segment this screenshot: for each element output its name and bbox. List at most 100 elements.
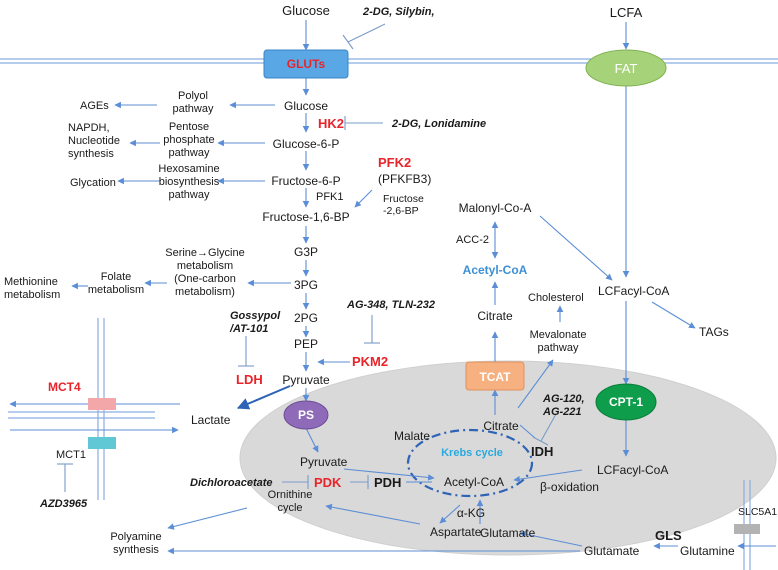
label-hbp-3: pathway xyxy=(169,189,210,201)
label-methionine-2: metabolism xyxy=(4,289,60,301)
label-cholesterol: Cholesterol xyxy=(528,292,584,304)
arrow-ornithine-polyamine xyxy=(167,507,248,530)
label-fat: FAT xyxy=(615,61,638,76)
label-inhibitor-gossypol-2: /AT-101 xyxy=(229,323,268,335)
label-lactate: Lactate xyxy=(191,413,231,427)
label-gls: GLS xyxy=(655,528,682,543)
label-f6p: Fructose-6-P xyxy=(271,174,340,188)
label-inhibitor-ag348: AG-348, TLN-232 xyxy=(346,299,435,311)
fat-transporter[interactable] xyxy=(585,49,667,87)
slc5a1-transporter[interactable] xyxy=(734,524,760,534)
inhibit-dg-silybin-bar xyxy=(342,34,354,50)
arrow-citrate-mevalonate xyxy=(517,359,554,409)
label-malonyl: Malonyl-Co-A xyxy=(459,201,532,215)
label-ppp-1: Pentose xyxy=(169,121,209,133)
arrow-pfk2-f26bp xyxy=(354,189,373,208)
label-napdh-2: Nucleotide xyxy=(68,135,120,147)
label-g6p: Glucose-6-P xyxy=(273,137,340,151)
arrow-malonyl-lcfacyl xyxy=(539,215,613,281)
arrow-akg-aspartate xyxy=(439,504,461,524)
label-inhibitor-ag120-1: AG-120, xyxy=(542,393,585,405)
label-mevalonate-2: pathway xyxy=(538,342,579,354)
arrow-pyruvate-acetylcoa xyxy=(343,468,435,481)
label-pyruvate-mito: Pyruvate xyxy=(300,455,348,469)
label-f26bp-1: Fructose xyxy=(383,193,424,205)
label-pfk1: PFK1 xyxy=(316,191,344,203)
label-serine-3: (One-carbon xyxy=(174,273,236,285)
label-3pg: 3PG xyxy=(294,278,318,292)
label-acetylcoa-cyto: Acetyl-CoA xyxy=(463,263,528,277)
mct1-transporter[interactable] xyxy=(88,437,116,449)
label-pdk: PDK xyxy=(314,475,342,490)
label-pkm2: PKM2 xyxy=(352,354,388,369)
tcat-transporter[interactable] xyxy=(465,361,525,391)
inhibit-ag120-bar xyxy=(532,436,549,446)
label-pep: PEP xyxy=(294,337,318,351)
arrow-glutamate-mito xyxy=(519,530,583,547)
label-folate-2: metabolism xyxy=(88,284,144,296)
label-glutamine: Glutamine xyxy=(680,544,735,558)
label-inhibitor-gossypol-1: Gossypol xyxy=(230,310,281,322)
label-glucose: Glucose xyxy=(284,99,328,113)
label-serine-1: Serine→Glycine xyxy=(165,247,244,259)
inhibit-ag120 xyxy=(540,413,557,442)
label-citrate-mito: Citrate xyxy=(483,419,519,433)
arrow-lcfacyl-tags xyxy=(651,301,696,329)
label-tcat: TCAT xyxy=(479,370,511,384)
arrow-pyruvate-lactate xyxy=(236,385,291,410)
arrow-citrate-idh xyxy=(519,424,536,439)
label-glutamate: Glutamate xyxy=(584,544,640,558)
label-f26bp-2: -2,6-BP xyxy=(383,205,419,217)
label-akg: α-KG xyxy=(457,506,485,520)
label-lcfacyl-mito: LCFacyl-CoA xyxy=(597,463,668,477)
cpt1-transporter[interactable] xyxy=(595,383,657,421)
label-ppp-2: phosphate xyxy=(163,134,214,146)
label-ornithine-1: Ornithine xyxy=(268,489,313,501)
label-mct4: MCT4 xyxy=(48,380,81,394)
label-pfk2: PFK2 xyxy=(378,155,411,170)
label-inhibitor-azd3965: AZD3965 xyxy=(39,498,88,510)
label-pfkfb3: (PFKFB3) xyxy=(378,172,431,186)
label-cpt1: CPT-1 xyxy=(609,395,643,409)
label-ages: AGEs xyxy=(80,100,109,112)
label-idh: IDH xyxy=(531,444,553,459)
label-inhibitor-dichloroacetate: Dichloroacetate xyxy=(190,477,273,489)
label-pdh: PDH xyxy=(374,475,401,490)
label-hk2: HK2 xyxy=(318,116,344,131)
label-glucose-ext: Glucose xyxy=(282,3,330,18)
label-polyamine-2: synthesis xyxy=(113,544,159,556)
arrow-ps-pyruvate xyxy=(305,427,319,453)
label-acetylcoa-mito: Acetyl-CoA xyxy=(444,475,504,489)
label-polyol-2: pathway xyxy=(173,103,214,115)
label-ornithine-2: cycle xyxy=(277,502,302,514)
label-tags: TAGs xyxy=(699,325,729,339)
label-glutamate-mito: Glutamate xyxy=(480,526,536,540)
label-acc2: ACC-2 xyxy=(456,234,489,246)
ps-transporter[interactable] xyxy=(283,400,329,430)
label-hbp-2: biosynthesis xyxy=(159,176,220,188)
label-serine-2: metabolism xyxy=(177,260,233,272)
krebs-cycle-ring xyxy=(406,428,534,498)
label-betaox: β-oxidation xyxy=(540,480,599,494)
label-polyamine-1: Polyamine xyxy=(110,531,161,543)
label-g3p: G3P xyxy=(294,245,318,259)
label-glycation: Glycation xyxy=(70,177,116,189)
mct4-transporter[interactable] xyxy=(88,398,116,410)
label-folate-1: Folate xyxy=(101,271,132,283)
label-polyol-1: Polyol xyxy=(178,90,208,102)
label-ldh: LDH xyxy=(236,372,263,387)
label-hbp-1: Hexosamine xyxy=(158,163,219,175)
arrow-aspartate-ornithine xyxy=(325,503,421,525)
label-f16bp: Fructose-1,6-BP xyxy=(262,210,349,224)
label-methionine-1: Methionine xyxy=(4,276,58,288)
label-2pg: 2PG xyxy=(294,311,318,325)
label-napdh-3: synthesis xyxy=(68,148,114,160)
label-serine-4: metabolism) xyxy=(175,286,235,298)
label-inhibitor-ag120-2: AG-221 xyxy=(542,406,582,418)
label-krebs: Krebs cycle xyxy=(441,447,503,459)
label-ppp-3: pathway xyxy=(169,147,210,159)
label-gluts: GLUTs xyxy=(287,57,326,71)
gluts-transporter[interactable] xyxy=(263,49,349,79)
label-pyruvate: Pyruvate xyxy=(282,373,330,387)
